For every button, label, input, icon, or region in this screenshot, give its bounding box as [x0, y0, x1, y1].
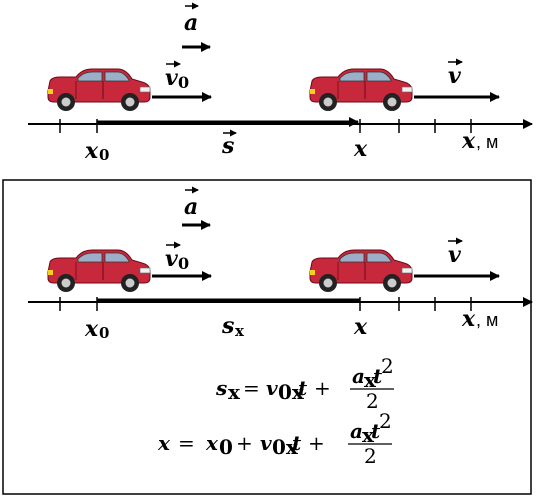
f2-num-a: a [350, 419, 363, 443]
f1-num-a: a [352, 364, 365, 388]
f1-den: 2 [366, 389, 379, 413]
top-v0-label: v [165, 65, 178, 91]
f1-num-exp: 2 [381, 354, 394, 378]
top-acceleration-label: a [184, 10, 198, 36]
top-diagram: a v 0 v s x 0 x x , м [28, 2, 533, 164]
top-displacement-label: s [221, 133, 234, 159]
top-x-label: x [353, 136, 368, 162]
bottom-axis-label: x [461, 306, 476, 332]
f2-x0: x [205, 431, 219, 455]
top-car-initial [47, 68, 151, 112]
f1-v: v [266, 376, 278, 400]
f2-t: t [292, 431, 302, 455]
bottom-car-final [309, 249, 413, 293]
f2-num-a-sub: x [362, 423, 375, 447]
top-v-label: v [448, 63, 461, 89]
f2-plus2: + [308, 431, 325, 455]
f1-v-sub: 0x [278, 380, 305, 404]
f2-den: 2 [364, 444, 377, 468]
top-axis-ticks [59, 119, 472, 133]
top-x0-subscript: 0 [99, 146, 109, 164]
f1-lhs: s [215, 376, 227, 400]
f1-t: t [298, 376, 308, 400]
f2-v: v [260, 431, 272, 455]
bottom-frame [2, 179, 532, 495]
f2-plus1: + [236, 431, 253, 455]
top-axis-unit: , м [476, 132, 498, 152]
f2-lhs: x [157, 431, 171, 455]
f2-x0-sub: 0 [219, 435, 233, 459]
bottom-x0-label: x [84, 316, 99, 342]
bottom-displacement-label: s [221, 313, 234, 339]
formula-displacement: s x = v 0x t + a x t 2 2 [215, 354, 394, 413]
bottom-x0-subscript: 0 [99, 324, 109, 342]
bottom-axis-unit: , м [476, 310, 498, 330]
f2-num-exp: 2 [379, 409, 392, 433]
bottom-diagram: a v 0 v s x x 0 x x , м [28, 186, 533, 342]
top-x0-label: x [84, 138, 99, 164]
top-car-final [309, 68, 413, 112]
bottom-v-label: v [448, 242, 461, 268]
f2-eq: = [178, 431, 195, 455]
bottom-v0-subscript: 0 [178, 254, 189, 273]
f1-lhs-sub: x [228, 380, 241, 404]
f2-v-sub: 0x [272, 435, 299, 459]
bottom-car-initial [47, 249, 151, 293]
bottom-v0-label: v [165, 246, 178, 272]
bottom-displacement-subscript: x [235, 322, 245, 340]
top-axis-label: x [461, 128, 476, 154]
f1-eq: = [243, 376, 260, 400]
f1-plus: + [314, 376, 331, 400]
f1-num-t: t [373, 364, 383, 388]
f1-num-a-sub: x [364, 368, 377, 392]
bottom-acceleration-label: a [184, 194, 198, 220]
f2-num-t: t [371, 419, 381, 443]
bottom-x-label: x [353, 314, 368, 340]
formula-position: x = x 0 + v 0x t + a x t 2 2 [157, 409, 392, 468]
top-v0-subscript: 0 [178, 73, 189, 92]
